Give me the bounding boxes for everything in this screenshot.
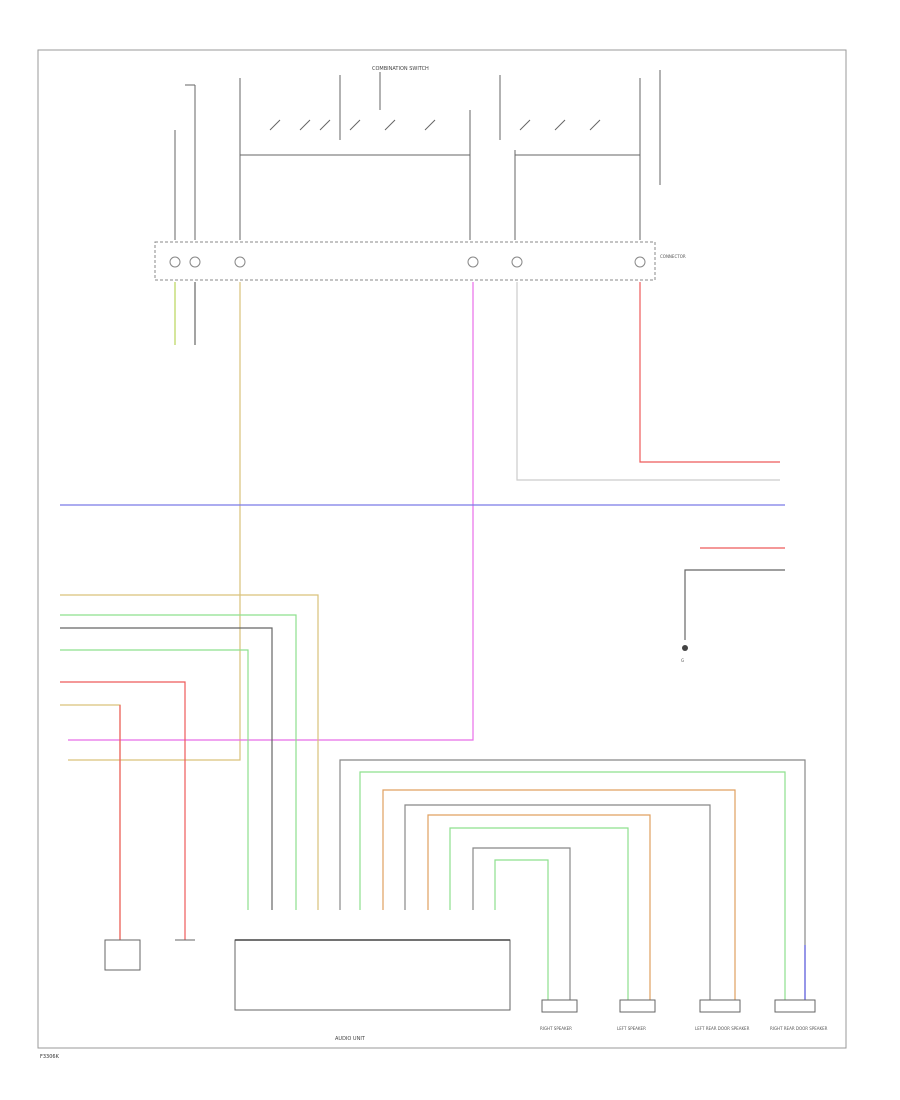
wire-tan-2 xyxy=(60,594,319,910)
speaker-left-label: LEFT SPEAKER xyxy=(617,1026,646,1031)
audio-unit-label: AUDIO UNIT xyxy=(335,1036,366,1042)
speaker-right-label: RIGHT SPEAKER xyxy=(540,1026,572,1031)
wire-gray-light xyxy=(516,282,780,481)
ground-point xyxy=(682,645,688,651)
wire-gray-2 xyxy=(60,627,273,910)
speaker-rrdoor-label: RIGHT REAR DOOR SPEAKER xyxy=(770,1026,828,1031)
wire-magenta xyxy=(68,282,474,741)
wire-tan xyxy=(68,282,241,761)
wire-red-left xyxy=(60,681,186,940)
wire-red-top xyxy=(639,282,780,463)
diagram-frame xyxy=(37,49,847,1049)
combination-switch-title: COMBINATION SWITCH xyxy=(372,66,429,72)
speaker-lrdoor xyxy=(699,999,741,1013)
speaker-lrdoor-label: LEFT REAR DOOR SPEAKER xyxy=(695,1026,750,1031)
combination-switch xyxy=(174,70,661,240)
speaker-right xyxy=(541,999,578,1013)
ground-label: G xyxy=(681,658,684,663)
wire-gray-ground xyxy=(684,569,785,640)
connector-block xyxy=(154,241,656,281)
wire-green-2 xyxy=(60,649,249,910)
connector-label: CONNECTOR xyxy=(660,254,686,259)
audio-bus-wires xyxy=(339,759,806,1000)
component-left xyxy=(104,939,141,971)
footer-code: F3306K xyxy=(40,1054,60,1060)
wire-green-1 xyxy=(60,614,297,910)
speaker-rrdoor xyxy=(774,999,816,1013)
audio-unit xyxy=(234,939,511,1011)
speaker-left xyxy=(619,999,656,1013)
